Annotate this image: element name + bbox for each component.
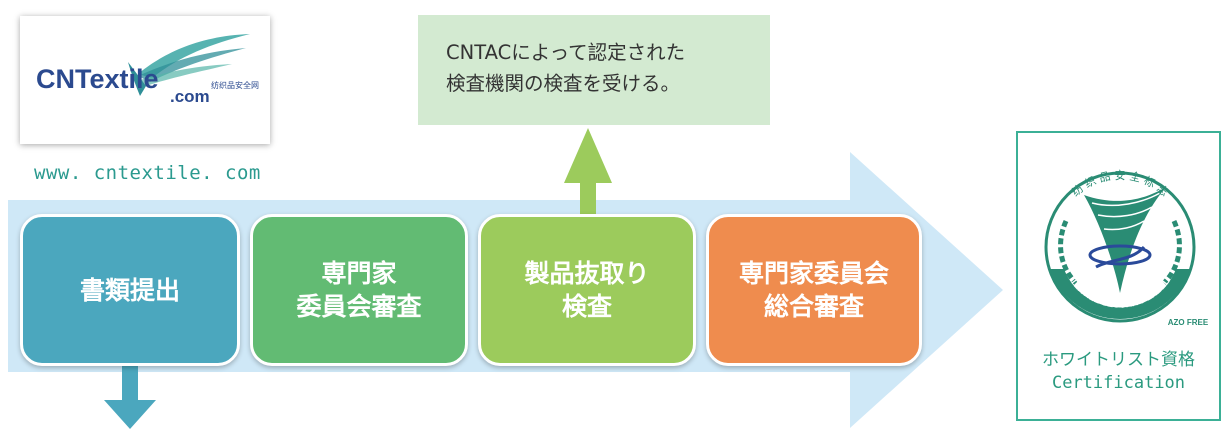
cntextile-logo: CNTextile .com 纺织品安全网	[20, 16, 270, 144]
step-3-line-1: 製品抜取り	[524, 259, 650, 288]
down-arrow	[104, 364, 156, 429]
step-2-line-1: 専門家	[321, 259, 397, 288]
logo-chinese-text: 纺织品安全网	[211, 80, 259, 90]
cert-label: ホワイトリスト資格	[1042, 350, 1195, 370]
logo-brand-text: CNTextile	[36, 64, 159, 94]
step-4-line-1: 専門家委員会	[738, 259, 889, 288]
step-product-sampling-inspection: 製品抜取り 検査	[478, 214, 696, 366]
inspection-callout: CNTACによって認定された 検査機関の検査を受ける。	[418, 15, 770, 125]
seal-tag: AZO FREE	[1168, 318, 1209, 327]
logo-brand-sub: .com	[170, 87, 210, 106]
textile-security-seal-icon: 纺 织 品 安 全 标 志 TEXTILE SECURITY LABEL AZO…	[1044, 168, 1209, 327]
step-document-submission: 書類提出	[20, 214, 240, 366]
up-arrow	[564, 128, 612, 214]
logo-url: www. cntextile. com	[34, 162, 261, 184]
certification-box: 纺 织 品 安 全 标 志 TEXTILE SECURITY LABEL AZO…	[1016, 131, 1221, 421]
callout-line-1: CNTACによって認定された	[446, 41, 686, 64]
step-3-line-2: 検査	[561, 292, 612, 321]
callout-line-2: 検査機関の検査を受ける。	[446, 72, 681, 95]
step-4-line-2: 総合審査	[763, 292, 864, 321]
step-2-line-2: 委員会審査	[296, 292, 422, 321]
step-1-line-1: 書類提出	[79, 275, 180, 305]
step-expert-committee-review: 専門家 委員会審査	[250, 214, 468, 366]
step-expert-committee-final-review: 専門家委員会 総合審査	[706, 214, 922, 366]
cert-sublabel: Certification	[1051, 373, 1186, 393]
